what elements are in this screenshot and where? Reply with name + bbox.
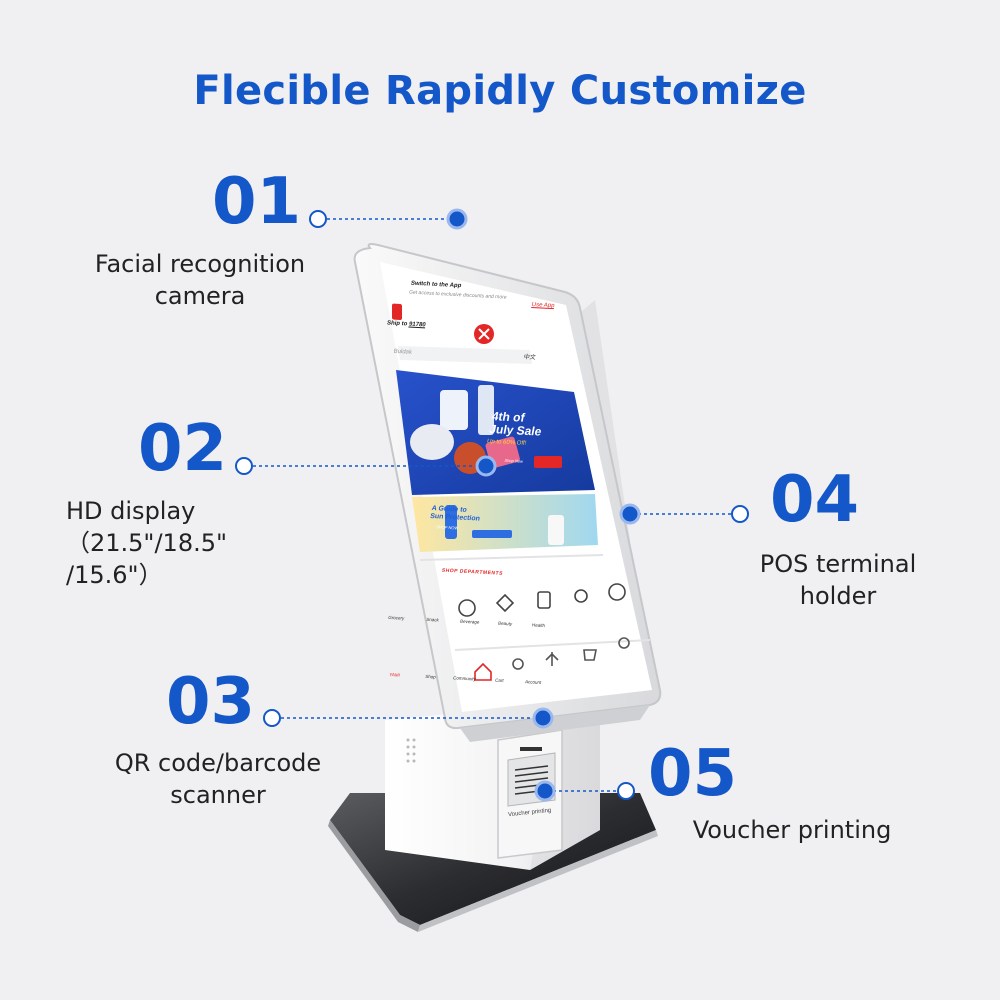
feature-label-03: QR code/barcode scanner <box>114 749 322 809</box>
feature-label-01: Facial recognition camera <box>94 250 306 310</box>
callout-ring-03 <box>263 709 281 727</box>
feature-number-05: 05 <box>648 737 738 811</box>
callout-dot-01 <box>446 208 468 230</box>
feature-number-01: 01 <box>212 165 302 239</box>
kiosk-screen <box>380 262 652 712</box>
callout-dot-04 <box>619 503 641 525</box>
callout-ring-05 <box>617 782 635 800</box>
callout-dot-05 <box>534 780 556 802</box>
callout-dot-02 <box>475 455 497 477</box>
page-title: Flecible Rapidly Customize <box>193 68 807 114</box>
feature-number-02: 02 <box>138 412 228 486</box>
feature-label-02: HD display （21.5"/18.5" /15.6"） <box>66 497 228 589</box>
feature-label-05: Voucher printing <box>692 816 892 844</box>
callout-ring-04 <box>731 505 749 523</box>
feature-number-03: 03 <box>166 665 256 739</box>
receipt-printer <box>497 729 563 859</box>
callout-ring-01 <box>309 210 327 228</box>
callout-ring-02 <box>235 457 253 475</box>
feature-number-04: 04 <box>770 463 860 537</box>
callout-dot-03 <box>532 707 554 729</box>
feature-label-04: POS terminal holder <box>759 550 917 610</box>
